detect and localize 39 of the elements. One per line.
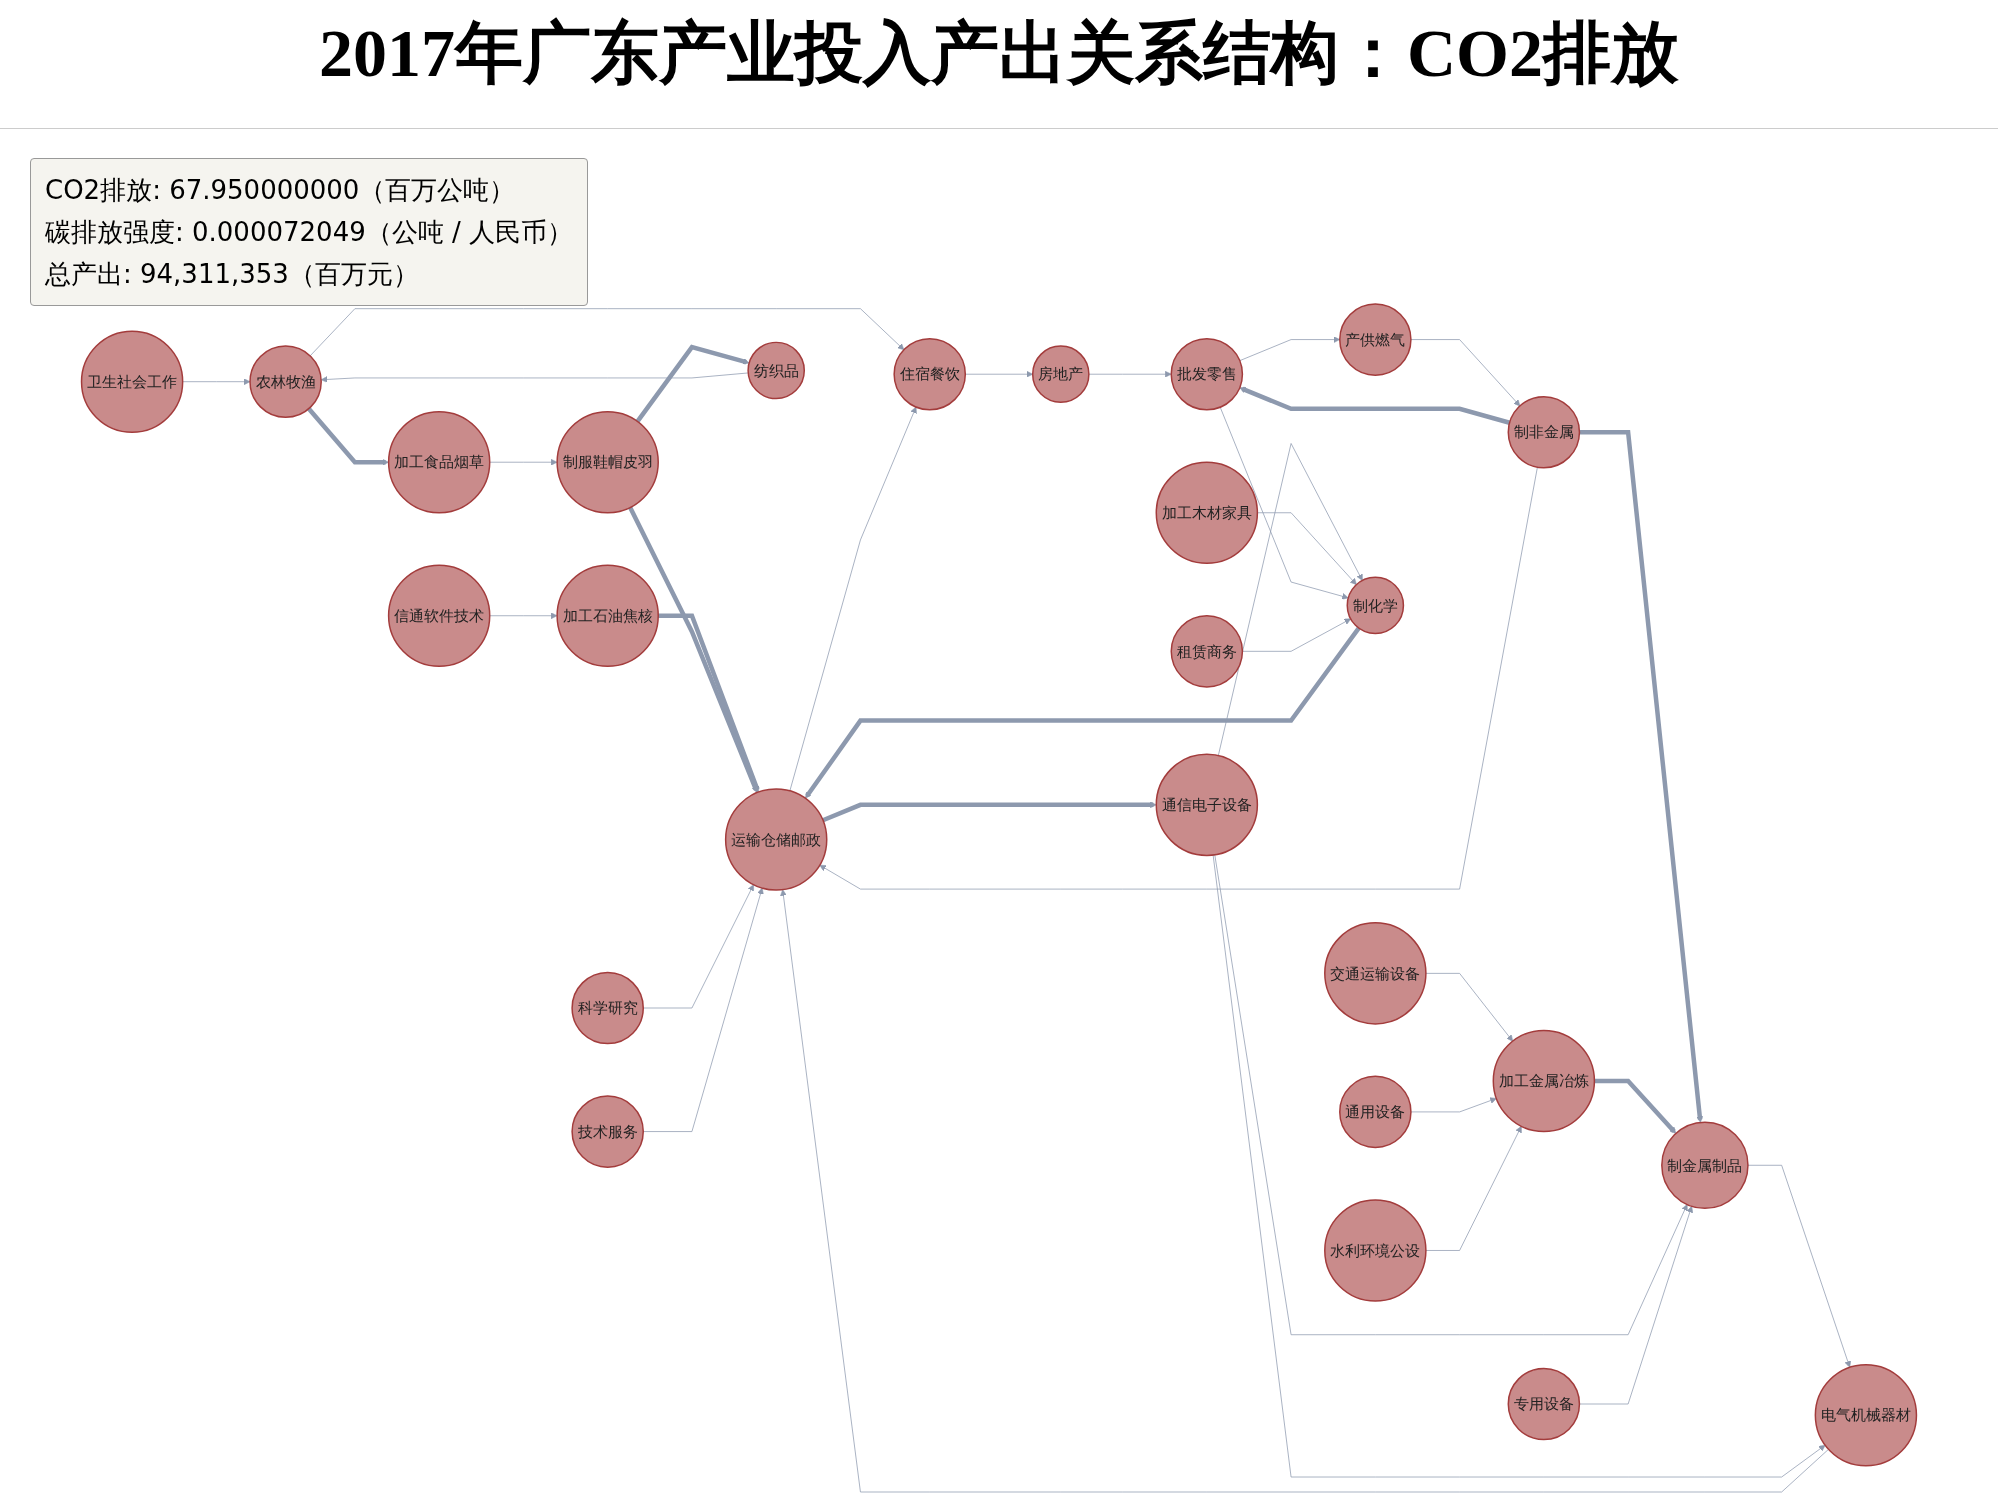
node-circle: 加工食品烟草: [387, 410, 491, 514]
node-circle: 专用设备: [1507, 1367, 1581, 1441]
arrow: [1579, 430, 1704, 1123]
node-circle: 产供燃气: [1339, 303, 1412, 376]
node-circle: 住宿餐饮: [893, 337, 967, 411]
node-circle: 农林牧渔: [249, 345, 322, 418]
node-circle: 加工石油焦核: [556, 564, 659, 668]
arrow: [628, 506, 759, 793]
node-circle: 制金属制品: [1661, 1121, 1749, 1210]
tooltip-text: 总产出: 94,311,353（百万元）: [45, 258, 420, 291]
node-circle: 批发零售: [1170, 337, 1244, 411]
arrow: [307, 407, 389, 466]
node-circle: 加工木材家具: [1155, 461, 1259, 565]
node-circle: 通用设备: [1339, 1075, 1412, 1149]
title: 2017年广东产业投入产出关系结构：CO2排放: [0, 8, 1998, 129]
arrow: [1594, 1078, 1677, 1134]
node-circle: 水利环境公设: [1324, 1199, 1427, 1302]
arrow: [1239, 386, 1511, 425]
node-circle: 制化学: [1346, 576, 1405, 635]
tooltip-text: CO2排放: 67.950000000（百万公吨）: [45, 174, 517, 207]
node-circle: 科学研究: [571, 971, 644, 1045]
node-circle: 纺织品: [747, 341, 805, 400]
arrow: [822, 801, 1157, 823]
node-circle: 租赁商务: [1170, 615, 1244, 688]
node-circle: 卫生社会工作: [80, 330, 184, 433]
arrow: [635, 344, 750, 423]
arrow: [658, 613, 760, 793]
node-circle: 房地产: [1031, 345, 1090, 404]
node-circle: 制服鞋帽皮羽: [556, 410, 659, 514]
tooltip-text: 碳排放强度: 0.000072049（公吨 / 人民币）: [45, 216, 573, 249]
node-circle: 运输仓储邮政: [724, 788, 828, 891]
arrow: [805, 626, 1361, 799]
node-circle: 制非金属: [1507, 395, 1581, 469]
node-circle: 交通运输设备: [1324, 922, 1427, 1025]
node-circle: 技术服务: [571, 1095, 644, 1168]
node-circle: 通信电子设备: [1155, 753, 1259, 857]
node-circle: 信通软件技术: [387, 564, 491, 668]
node-circle: 电气机械器材: [1814, 1363, 1918, 1467]
node-circle: 加工金属冶炼: [1492, 1029, 1596, 1133]
